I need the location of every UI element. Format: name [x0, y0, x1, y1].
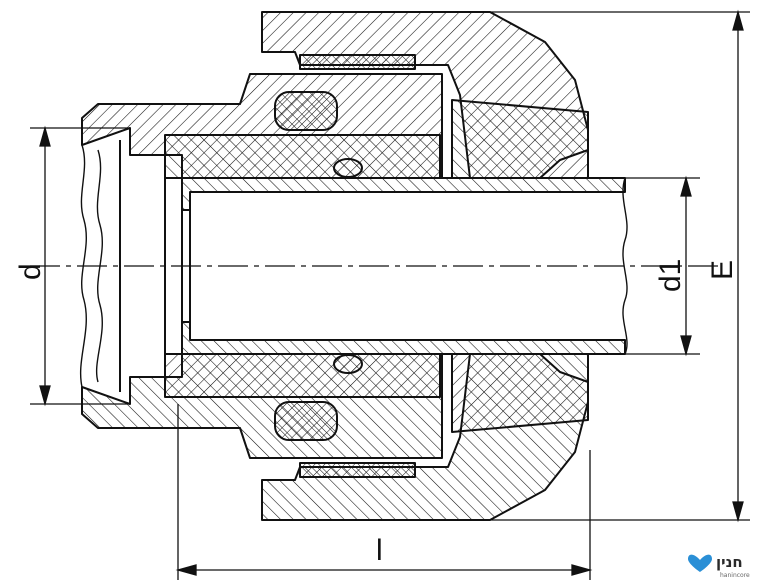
- pipe-wall-top: [181, 177, 626, 211]
- logo-subtext: hanincore: [720, 572, 750, 579]
- inner-sleeve-top: [164, 134, 441, 179]
- dim-l-arrow-left: [175, 564, 197, 576]
- pipe-wall-bottom: [181, 321, 626, 355]
- fitting-break-line: [79, 144, 88, 388]
- logo-text: חנין: [716, 553, 743, 571]
- dim-d-arrow-bottom: [39, 385, 51, 407]
- pipe-break-line: [622, 177, 628, 355]
- dim-d-arrow-top: [39, 125, 51, 147]
- watermark-logo: חנין hanincore: [688, 553, 750, 579]
- gasket-top: [299, 54, 416, 70]
- small-seal-bottom: [333, 354, 363, 374]
- label-d: d: [14, 263, 47, 280]
- o-ring-top: [274, 91, 338, 131]
- dim-E-arrow-bottom: [732, 501, 744, 523]
- gasket-bottom: [299, 462, 416, 478]
- dim-d1-arrow-bottom: [680, 335, 692, 357]
- dim-l-arrow-right: [571, 564, 593, 576]
- label-l: l: [376, 534, 383, 567]
- label-d1: d1: [654, 259, 687, 292]
- label-E: E: [706, 260, 739, 280]
- small-seal-top: [333, 158, 363, 178]
- inner-sleeve-bottom: [164, 353, 441, 398]
- o-ring-bottom: [274, 401, 338, 441]
- dim-E-arrow-top: [732, 9, 744, 31]
- dim-d1-arrow-top: [680, 175, 692, 197]
- heart-logo-icon: [688, 554, 712, 572]
